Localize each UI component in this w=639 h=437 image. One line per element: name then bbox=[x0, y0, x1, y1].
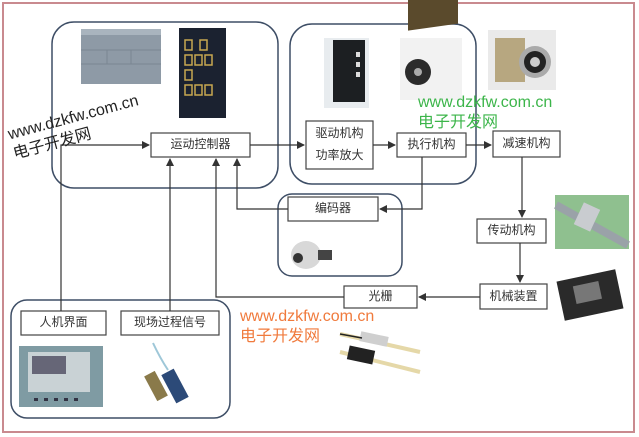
box-transmission bbox=[476, 218, 547, 244]
linear-stage-image bbox=[556, 269, 624, 321]
drive-group bbox=[289, 23, 477, 185]
label-motion-controller: 运动控制器 bbox=[170, 137, 231, 152]
servo-motor-image bbox=[400, 0, 462, 100]
plc-image bbox=[81, 29, 161, 84]
line-actuator-to-encoder bbox=[379, 157, 423, 213]
hmi-panel-image bbox=[19, 346, 103, 407]
watermark-green-url: www.dzkfw.com.cn bbox=[418, 94, 553, 111]
motion-card-image bbox=[179, 28, 226, 118]
label-drive-line2: 功率放大 bbox=[315, 148, 364, 163]
gear-reducer-image bbox=[488, 30, 556, 90]
box-mechanical-device bbox=[479, 283, 548, 310]
servo-drive-image bbox=[324, 38, 369, 108]
line-hmi-to-controller bbox=[60, 141, 150, 311]
label-field-signal: 现场过程信号 bbox=[133, 315, 206, 330]
box-actuator bbox=[396, 132, 467, 158]
ball-screw-image bbox=[554, 195, 630, 249]
watermark-green-name: 电子开发网 bbox=[418, 114, 499, 131]
line-grating-to-controller bbox=[212, 158, 344, 298]
label-mechanical-device: 机械装置 bbox=[489, 288, 538, 303]
watermark-orange-url: www.dzkfw.com.cn bbox=[240, 308, 375, 325]
label-drive-line1: 驱动机构 bbox=[315, 126, 364, 141]
watermark-orange: www.dzkfw.com.cn 电子开发网 bbox=[240, 307, 374, 347]
watermark-green: www.dzkfw.com.cn 电子开发网 bbox=[418, 93, 552, 133]
proximity-sensor-image bbox=[144, 342, 189, 404]
label-transmission: 传动机构 bbox=[487, 223, 536, 238]
label-grating: 光栅 bbox=[368, 289, 393, 304]
encoder-group bbox=[277, 193, 403, 277]
grating-scale-image bbox=[339, 331, 421, 374]
outer-frame bbox=[2, 2, 635, 433]
box-field-signal bbox=[120, 310, 220, 336]
box-encoder bbox=[287, 196, 379, 222]
label-encoder: 编码器 bbox=[314, 201, 351, 216]
box-hmi bbox=[20, 310, 107, 336]
label-reducer: 减速机构 bbox=[502, 136, 551, 151]
box-drive bbox=[305, 120, 374, 170]
encoder-image bbox=[291, 241, 332, 269]
label-hmi: 人机界面 bbox=[39, 315, 88, 330]
controller-group bbox=[51, 21, 279, 189]
label-actuator: 执行机构 bbox=[407, 137, 456, 152]
input-group bbox=[10, 299, 231, 419]
line-encoder-to-controller bbox=[233, 158, 288, 210]
watermark-orange-name: 电子开发网 bbox=[240, 328, 321, 345]
box-reducer bbox=[492, 130, 561, 158]
